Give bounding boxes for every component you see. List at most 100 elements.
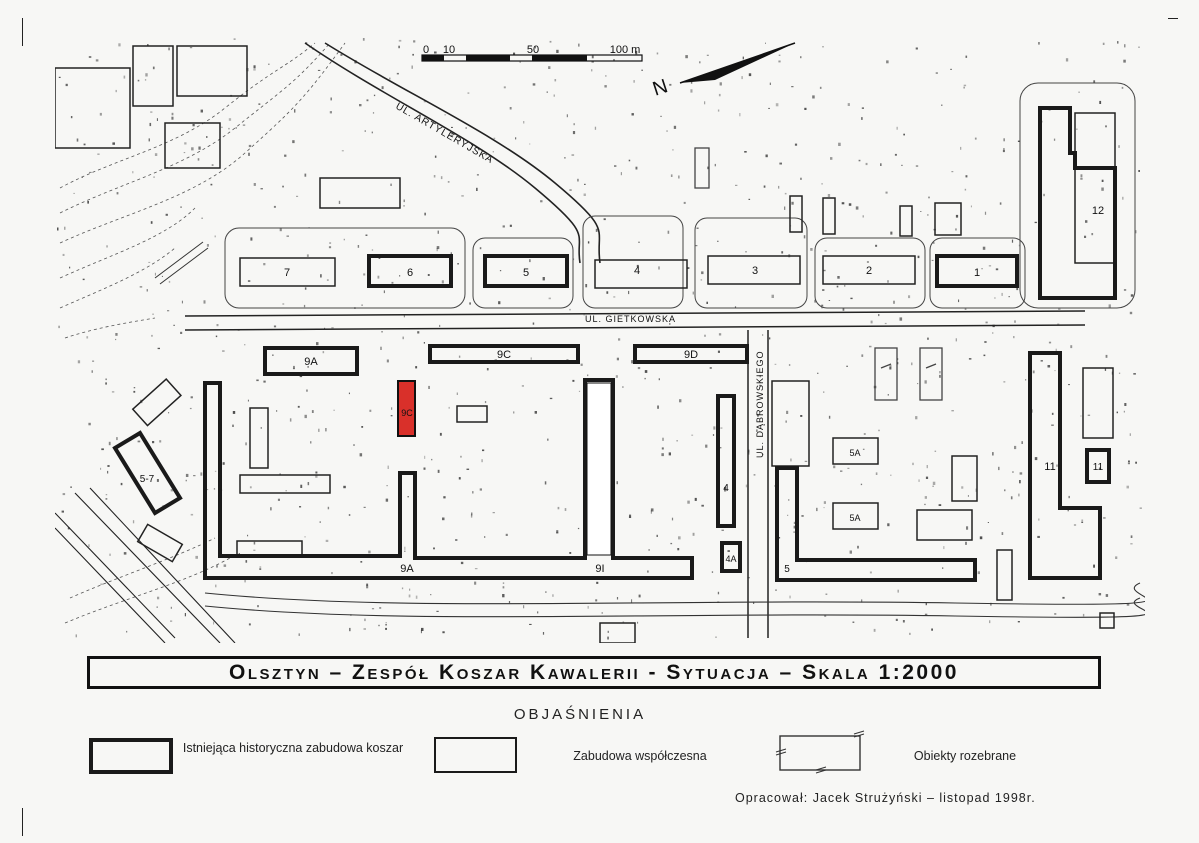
speckle bbox=[920, 211, 922, 212]
speckle bbox=[1065, 58, 1069, 62]
speckle bbox=[532, 322, 535, 325]
speckle bbox=[925, 602, 927, 606]
speckle bbox=[123, 75, 126, 79]
speckle bbox=[549, 40, 552, 43]
speckle bbox=[694, 497, 697, 501]
speckle bbox=[908, 295, 911, 299]
speckle bbox=[168, 280, 171, 283]
speckle bbox=[984, 341, 987, 343]
speckle bbox=[371, 131, 373, 134]
speckle bbox=[800, 56, 802, 59]
speckle bbox=[385, 498, 389, 502]
speckle bbox=[1080, 178, 1083, 180]
speckle bbox=[628, 290, 630, 295]
speckle bbox=[499, 270, 502, 272]
speckle bbox=[658, 378, 660, 381]
speckle bbox=[403, 205, 405, 207]
speckle bbox=[943, 546, 945, 550]
speckle bbox=[759, 375, 761, 378]
speckle bbox=[644, 370, 648, 373]
speckle bbox=[294, 109, 296, 113]
speckle bbox=[89, 171, 92, 173]
speckle bbox=[756, 429, 758, 432]
speckle bbox=[1073, 524, 1077, 526]
speckle bbox=[399, 275, 401, 277]
speckle bbox=[1084, 235, 1087, 238]
speckle bbox=[1051, 412, 1054, 415]
speckle bbox=[1130, 535, 1133, 538]
speckle bbox=[153, 176, 155, 178]
speckle bbox=[714, 163, 716, 167]
speckle bbox=[717, 240, 719, 242]
speckle bbox=[193, 475, 196, 477]
speckle bbox=[324, 327, 326, 330]
speckle bbox=[865, 162, 868, 166]
speckle bbox=[691, 434, 694, 436]
speckle bbox=[146, 289, 148, 292]
speckle bbox=[912, 462, 914, 466]
speckle bbox=[816, 507, 818, 512]
speckle bbox=[735, 184, 738, 186]
speckle bbox=[273, 205, 276, 208]
speckle bbox=[476, 174, 479, 176]
speckle bbox=[554, 79, 557, 82]
speckle bbox=[408, 594, 411, 598]
scale-tick-0: 0 bbox=[423, 44, 429, 56]
label-9i: 9I bbox=[595, 563, 604, 575]
scale-tick-50: 50 bbox=[527, 44, 539, 56]
speckle bbox=[434, 51, 437, 54]
speckle bbox=[778, 54, 781, 56]
speckle bbox=[823, 391, 825, 393]
speckle bbox=[167, 310, 170, 312]
speckle bbox=[1085, 220, 1088, 223]
speckle bbox=[931, 628, 933, 631]
speckle bbox=[300, 484, 303, 488]
label-6: 6 bbox=[407, 267, 413, 279]
speckle bbox=[650, 508, 654, 512]
speckle bbox=[1130, 543, 1133, 545]
speckle bbox=[88, 56, 92, 58]
speckle bbox=[311, 410, 314, 413]
speckle bbox=[502, 225, 505, 228]
speckle bbox=[924, 496, 927, 499]
speckle bbox=[253, 183, 256, 186]
speckle bbox=[1019, 472, 1023, 475]
speckle bbox=[676, 440, 678, 442]
speckle bbox=[629, 514, 632, 518]
speckle bbox=[789, 595, 791, 599]
speckle bbox=[850, 297, 853, 300]
speckle bbox=[256, 379, 259, 382]
speckle bbox=[1118, 372, 1121, 374]
highlighted-building-9c[interactable] bbox=[397, 380, 416, 437]
speckle bbox=[286, 235, 289, 237]
speckle bbox=[260, 188, 263, 190]
speckle bbox=[932, 242, 935, 244]
speckle bbox=[206, 489, 209, 491]
label-4: 4 bbox=[634, 265, 640, 277]
speckle bbox=[718, 93, 721, 97]
label-5a-2: 5A bbox=[849, 513, 860, 523]
speckle bbox=[1013, 336, 1015, 339]
legend-swatch-modern bbox=[434, 737, 517, 773]
speckle bbox=[690, 81, 693, 84]
speckle bbox=[378, 624, 380, 627]
speckle bbox=[964, 308, 967, 310]
speckle bbox=[1105, 354, 1108, 358]
speckle bbox=[1123, 59, 1126, 63]
speckle bbox=[258, 103, 261, 105]
speckle bbox=[878, 314, 880, 317]
speckle bbox=[960, 146, 962, 150]
speckle bbox=[706, 54, 709, 56]
speckle bbox=[415, 595, 418, 599]
speckle bbox=[458, 477, 461, 480]
speckle bbox=[441, 280, 444, 284]
speckle bbox=[248, 152, 250, 156]
speckle bbox=[753, 474, 756, 476]
crop-mark-top-right bbox=[1168, 18, 1178, 19]
speckle bbox=[386, 359, 389, 363]
speckle bbox=[279, 473, 281, 475]
map-title: Olsztyn – Zespół Koszar Kawalerii - Sytu… bbox=[87, 656, 1101, 689]
speckle bbox=[380, 346, 382, 350]
speckle bbox=[984, 211, 987, 215]
speckle bbox=[304, 414, 307, 419]
